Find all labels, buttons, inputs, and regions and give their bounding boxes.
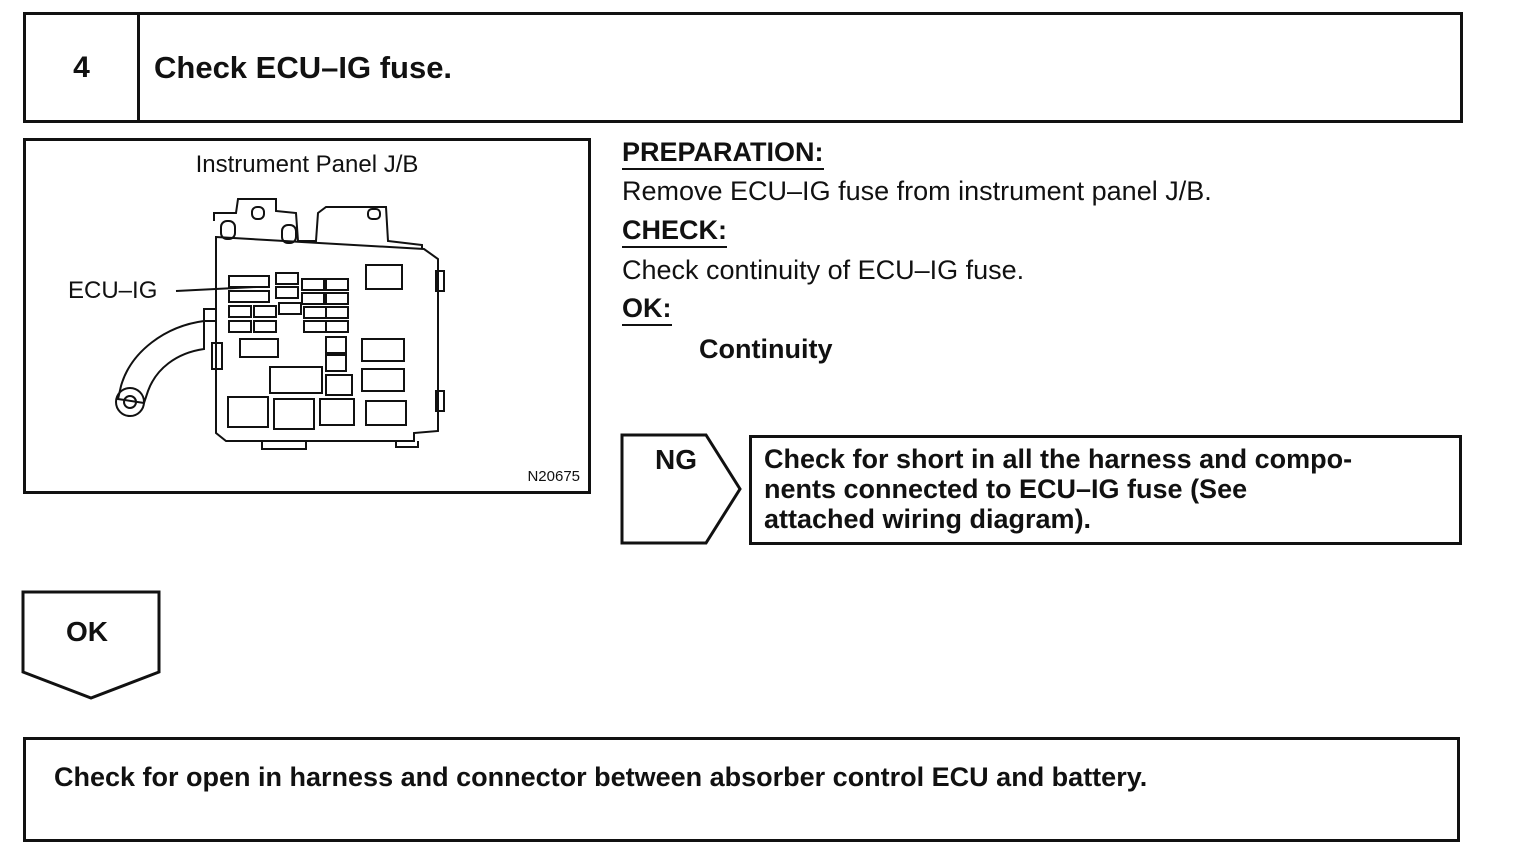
- check-heading: CHECK:: [622, 215, 727, 248]
- ng-result-box: Check for short in all the harness and c…: [749, 435, 1462, 545]
- ok-label: OK: [66, 616, 108, 647]
- ok-criteria-value: Continuity: [699, 334, 833, 364]
- junction-block-figure: Instrument Panel J/B ECU–IG N20675: [23, 138, 591, 494]
- next-step-box: Check for open in harness and connector …: [23, 737, 1460, 842]
- figure-code: N20675: [527, 468, 580, 485]
- figure-title: Instrument Panel J/B: [195, 151, 419, 178]
- preparation-text: Remove ECU–IG fuse from instrument panel…: [622, 176, 1212, 206]
- preparation-heading: PREPARATION:: [622, 137, 824, 170]
- step-title: Check ECU–IG fuse.: [154, 49, 453, 85]
- ng-label: NG: [655, 444, 697, 475]
- ecu-ig-callout-label: ECU–IG: [68, 277, 158, 304]
- junction-block-illustration: [115, 198, 445, 450]
- check-text: Check continuity of ECU–IG fuse.: [622, 255, 1025, 285]
- ok-heading: OK:: [622, 293, 672, 326]
- ng-result-line-1: Check for short in all the harness and c…: [764, 444, 1353, 474]
- ok-arrow-shape: [21, 590, 161, 700]
- ng-arrow-shape: [620, 433, 742, 545]
- ng-result-line-2: nents connected to ECU–IG fuse (See: [764, 474, 1248, 504]
- next-step-text: Check for open in harness and connector …: [54, 762, 1148, 792]
- step-number: 4: [26, 15, 140, 120]
- ng-result-line-3: attached wiring diagram).: [764, 504, 1092, 534]
- step-header: 4 Check ECU–IG fuse.: [23, 12, 1463, 123]
